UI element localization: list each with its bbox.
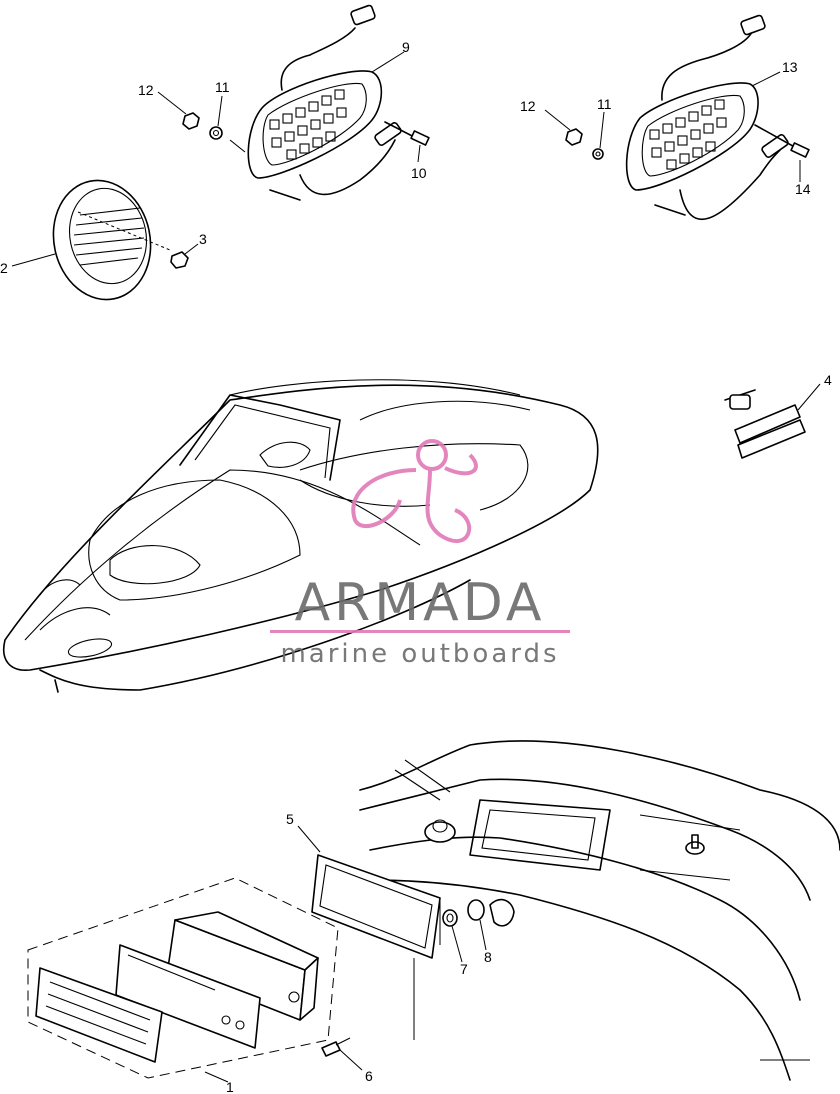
part-4-strip bbox=[724, 389, 806, 459]
watermark-tagline: marine outboards bbox=[280, 639, 559, 669]
callout-5: 5 bbox=[286, 811, 294, 827]
armada-watermark: ARMADA marine outboards bbox=[270, 439, 570, 669]
hardware-top-left bbox=[182, 112, 246, 153]
callout-9: 9 bbox=[402, 39, 410, 55]
callout-12b: 12 bbox=[520, 98, 536, 114]
callout-7: 7 bbox=[460, 961, 468, 977]
callout-6: 6 bbox=[365, 1068, 373, 1084]
callout-11b: 11 bbox=[597, 96, 612, 112]
switch-panel-part-9 bbox=[247, 4, 430, 201]
boat-illustration bbox=[3, 379, 599, 693]
callout-13: 13 bbox=[782, 59, 798, 75]
callout-2: 2 bbox=[0, 260, 8, 276]
switch-panel-part-13 bbox=[625, 14, 810, 220]
callout-12a: 12 bbox=[138, 82, 154, 98]
callout-1: 1 bbox=[226, 1079, 234, 1094]
dashboard-section bbox=[359, 740, 840, 1081]
speaker-part-2 bbox=[52, 179, 189, 301]
callout-3: 3 bbox=[199, 231, 207, 247]
hardware-bottom bbox=[321, 898, 515, 1057]
callout-11a: 11 bbox=[215, 79, 230, 95]
trim-bezel-part-5 bbox=[311, 854, 441, 959]
watermark-rule bbox=[270, 630, 570, 633]
callout-4: 4 bbox=[824, 372, 832, 388]
leader-lines bbox=[11, 51, 821, 1083]
callout-14: 14 bbox=[795, 181, 811, 197]
watermark-brand: ARMADA bbox=[295, 573, 546, 633]
octopus-logo bbox=[351, 439, 478, 544]
radio-assembly-part-1 bbox=[27, 877, 339, 1079]
callout-8: 8 bbox=[484, 949, 492, 965]
callout-labels: 1 2 3 4 5 6 7 8 9 10 11 11 12 12 13 14 bbox=[0, 39, 832, 1094]
callout-10: 10 bbox=[411, 165, 427, 181]
hardware-top-right bbox=[565, 128, 604, 160]
